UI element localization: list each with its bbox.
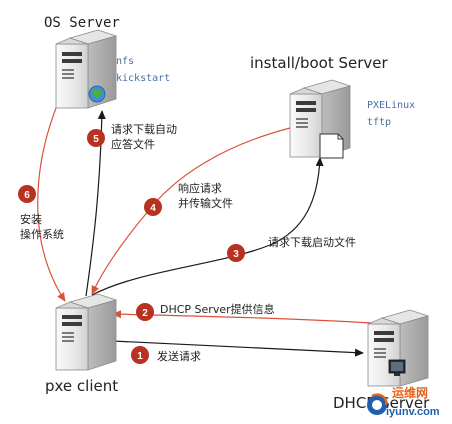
monitor-icon — [388, 359, 406, 376]
step-3: 3 请求下载启动文件 — [227, 235, 356, 262]
install-server-node: install/boot Server PXELinux tftp — [250, 54, 415, 159]
step-1-label: 发送请求 — [157, 349, 201, 363]
install-server-service-pxelinux: PXELinux — [367, 100, 415, 111]
step-3-number: 3 — [233, 249, 239, 260]
watermark-logo-icon — [367, 393, 388, 415]
server-icon — [55, 29, 118, 109]
pxe-client-title: pxe client — [45, 377, 118, 395]
pxe-client-node: pxe client — [45, 293, 118, 395]
arrow-step-4 — [91, 127, 291, 295]
step-4: 4 响应请求 并传输文件 — [144, 181, 233, 216]
step-5-number: 5 — [93, 134, 99, 145]
step-1-badge — [131, 346, 149, 364]
step-1: 1 发送请求 — [131, 346, 201, 364]
step-6-badge — [18, 185, 36, 203]
step-6: 6 安装 操作系统 — [18, 185, 64, 241]
server-icon — [289, 79, 352, 158]
arrow-step-3 — [91, 157, 324, 296]
step-3-label: 请求下载启动文件 — [268, 235, 356, 249]
step-2: 2 DHCP Server提供信息 — [136, 302, 275, 321]
os-server-title: OS Server — [44, 15, 120, 31]
watermark: 运维网 iyunv.com — [367, 385, 440, 418]
os-server-service-nfs: nfs — [116, 56, 134, 67]
install-server-title: install/boot Server — [250, 54, 388, 72]
step-3-badge — [227, 244, 245, 262]
globe-icon — [88, 85, 106, 103]
step-1-number: 1 — [137, 351, 143, 362]
os-server-node: OS Server nfs kickstart — [44, 15, 170, 109]
arrow-step-6 — [37, 97, 66, 302]
step-2-badge — [136, 303, 154, 321]
arrow-step-1 — [111, 340, 364, 357]
watermark-brand: 运维网 — [392, 385, 428, 400]
step-6-label-line-1: 安装 — [20, 212, 42, 226]
step-4-badge — [144, 198, 162, 216]
step-5: 5 请求下载自动 应答文件 — [87, 123, 177, 151]
step-4-label-line-2: 并传输文件 — [178, 196, 233, 210]
document-icon — [319, 133, 344, 159]
step-6-number: 6 — [24, 190, 30, 201]
step-2-label: DHCP Server提供信息 — [160, 302, 275, 316]
watermark-site: iyunv.com — [386, 406, 440, 418]
install-server-service-tftp: tftp — [367, 117, 391, 128]
step-2-number: 2 — [142, 308, 148, 319]
step-6-label-line-2: 操作系统 — [20, 227, 64, 241]
step-5-label-line-2: 应答文件 — [111, 137, 155, 151]
step-4-label-line-1: 响应请求 — [178, 181, 222, 195]
step-5-label-line-1: 请求下载自动 — [111, 123, 177, 136]
step-5-badge — [87, 129, 105, 147]
os-server-service-kickstart: kickstart — [116, 73, 170, 84]
step-4-number: 4 — [150, 203, 156, 214]
server-icon — [55, 293, 118, 371]
